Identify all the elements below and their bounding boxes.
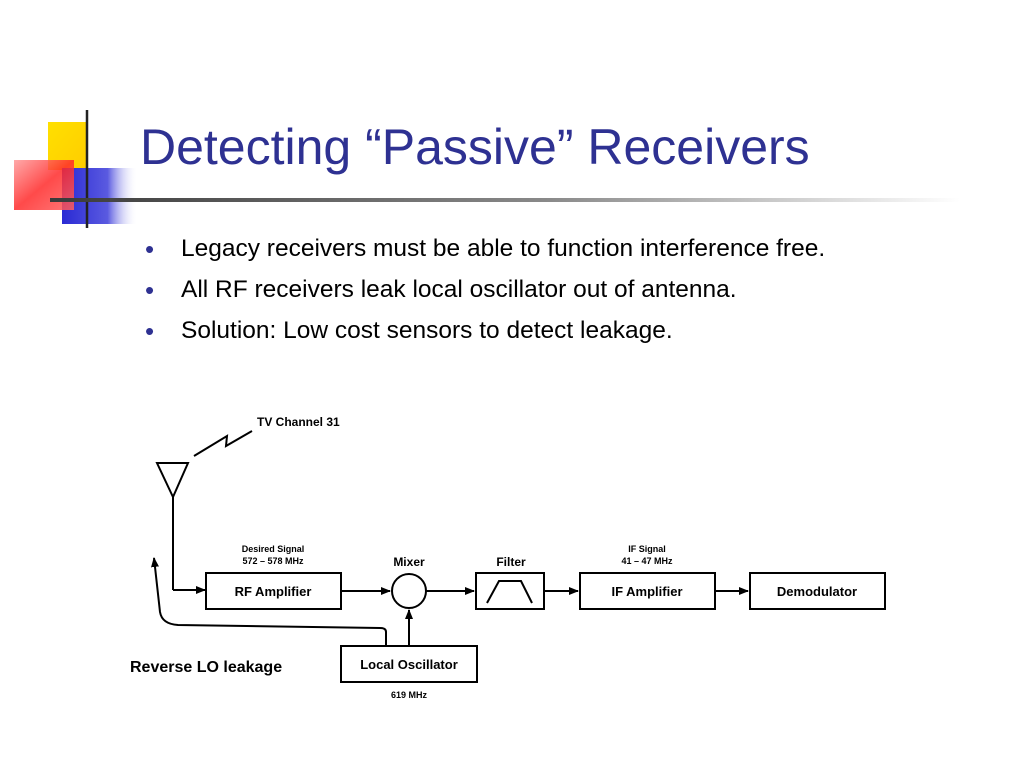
local-oscillator-block: [340, 645, 478, 683]
slide-title: Detecting “Passive” Receivers: [140, 119, 810, 175]
desired-signal-label: Desired Signal: [242, 544, 305, 554]
deco-blue-square: [62, 168, 138, 224]
bullet-icon: •: [145, 234, 155, 264]
tv-channel-label: TV Channel 31: [257, 415, 340, 429]
local-oscillator-label: Local Oscillator: [360, 657, 458, 672]
bandpass-filter-icon: [486, 580, 533, 604]
lo-freq-label: 619 MHz: [391, 690, 428, 700]
bullet-list: •Legacy receivers must be able to functi…: [145, 230, 1005, 353]
if-signal-label: IF Signal: [628, 544, 666, 554]
if-amplifier-block: [579, 572, 716, 610]
if-amplifier-label: IF Amplifier: [611, 584, 682, 599]
title-underline: [50, 198, 960, 202]
rf-amplifier-label: RF Amplifier: [235, 584, 312, 599]
demodulator-block: [749, 572, 886, 610]
antenna-icon: [155, 462, 190, 500]
bullet-icon: •: [145, 275, 155, 305]
reverse-lo-leakage-label: Reverse LO leakage: [130, 659, 282, 676]
filter-block: [475, 572, 545, 610]
incoming-signal-icon: [193, 430, 253, 457]
mixer-label: Mixer: [393, 555, 425, 569]
reverse-lo-leakage-path: [151, 557, 387, 646]
mixer-block: [391, 573, 427, 609]
bullet-item: •All RF receivers leak local oscillator …: [145, 271, 1005, 312]
filter-label: Filter: [496, 555, 526, 569]
bullet-item: •Solution: Low cost sensors to detect le…: [145, 312, 1005, 353]
bullet-item: •Legacy receivers must be able to functi…: [145, 230, 1005, 271]
desired-freq-label: 572 – 578 MHz: [242, 556, 304, 566]
bullet-icon: •: [145, 316, 155, 346]
if-freq-label: 41 – 47 MHz: [621, 556, 673, 566]
demodulator-label: Demodulator: [777, 584, 857, 599]
rf-amplifier-block: [205, 572, 342, 610]
